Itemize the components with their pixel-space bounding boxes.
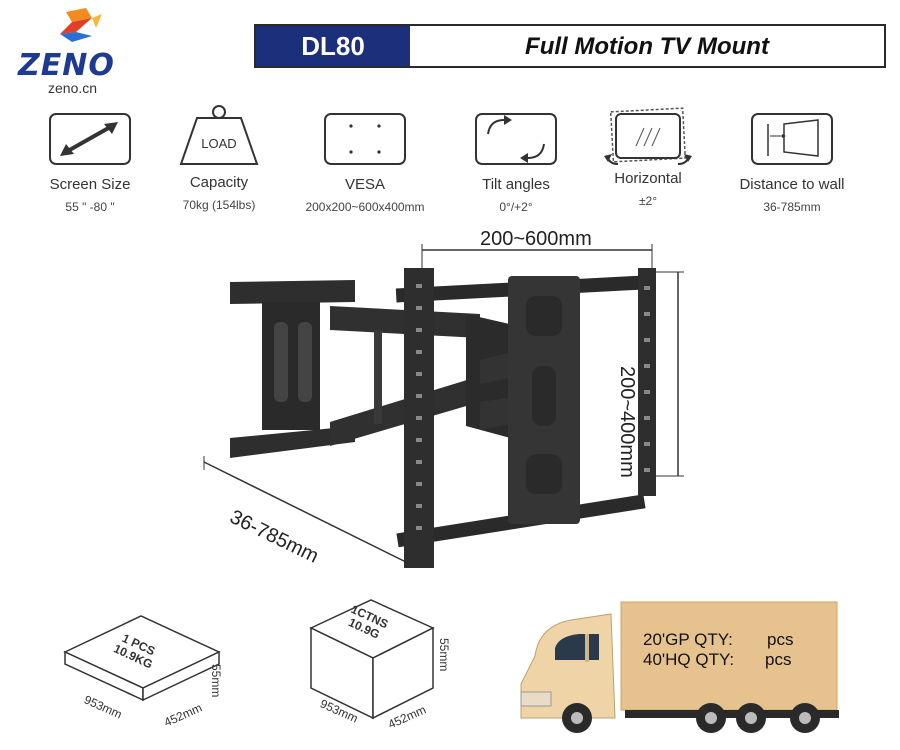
carton-height: 55mm xyxy=(437,638,451,672)
spec-label: Horizontal xyxy=(614,170,682,187)
spec-value: 36-785mm xyxy=(763,200,821,214)
load-icon-text: LOAD xyxy=(201,136,236,151)
vesa-pattern-icon xyxy=(324,113,406,165)
spec-label: Capacity xyxy=(189,174,249,191)
brand-url: zeno.cn xyxy=(48,80,98,96)
spec-value: ±2° xyxy=(638,194,658,208)
tilt-arrows-icon xyxy=(475,113,557,165)
hq-qty-unit: pcs xyxy=(765,650,792,669)
zeno-logo-icon xyxy=(60,8,102,42)
tv-mount-drawing: 200~600mm 200~400mm 36-785mm xyxy=(190,226,720,596)
spec-horizontal: Horizontal ±2° xyxy=(568,106,728,208)
package-height: 55mm xyxy=(209,664,223,698)
height-dimension-label: 200~400mm xyxy=(616,366,638,478)
model-number: DL80 xyxy=(256,26,410,66)
width-dimension-label: 200~600mm xyxy=(480,228,592,250)
hq-qty-label: 40'HQ QTY: xyxy=(643,650,735,669)
spec-label: VESA xyxy=(344,176,386,193)
gp-qty-unit: pcs xyxy=(767,630,794,649)
brand-name: ZENO xyxy=(18,48,115,83)
spec-value: 0°/+2° xyxy=(499,200,533,214)
tv-mount-illustration xyxy=(203,244,684,568)
spec-screen-size: Screen Size 55 " -80 " xyxy=(10,112,170,214)
spec-label: Distance to wall xyxy=(739,176,845,193)
wall-distance-icon xyxy=(751,113,833,165)
gp-qty-label: 20'GP QTY: xyxy=(643,630,733,649)
spec-vesa: VESA 200x200~600x400mm xyxy=(285,112,445,214)
shipping-truck: 20'GP QTY: pcs 40'HQ QTY: pcs xyxy=(515,600,850,740)
package-carton: 1CTNS 10.9G 953mm 452mm 55mm xyxy=(305,596,475,741)
carton-box-icon xyxy=(309,599,435,720)
truck-icon xyxy=(520,601,839,733)
spec-tilt: Tilt angles 0°/+2° xyxy=(436,112,596,214)
package-single: 1 PCS 10.9KG 953mm 452mm 55mm xyxy=(55,612,255,732)
load-weight-icon: LOAD xyxy=(179,105,259,165)
spec-label: Screen Size xyxy=(49,176,131,193)
product-title: Full Motion TV Mount xyxy=(525,33,769,60)
diagonal-arrow-icon xyxy=(49,113,131,165)
spec-value: 55 " -80 " xyxy=(65,200,115,214)
spec-capacity: LOAD Capacity 70kg (154lbs) xyxy=(139,104,299,212)
rotate-screen-icon xyxy=(604,107,692,165)
flat-box-icon xyxy=(63,615,221,702)
brand-logo: ZENO zeno.cn xyxy=(10,6,140,96)
spec-value: 200x200~600x400mm xyxy=(305,200,425,214)
spec-distance: Distance to wall 36-785mm xyxy=(712,112,872,214)
title-bar: DL80 Full Motion TV Mount xyxy=(254,24,886,68)
spec-label: Tilt angles xyxy=(482,176,550,193)
spec-value: 70kg (154lbs) xyxy=(182,198,256,212)
